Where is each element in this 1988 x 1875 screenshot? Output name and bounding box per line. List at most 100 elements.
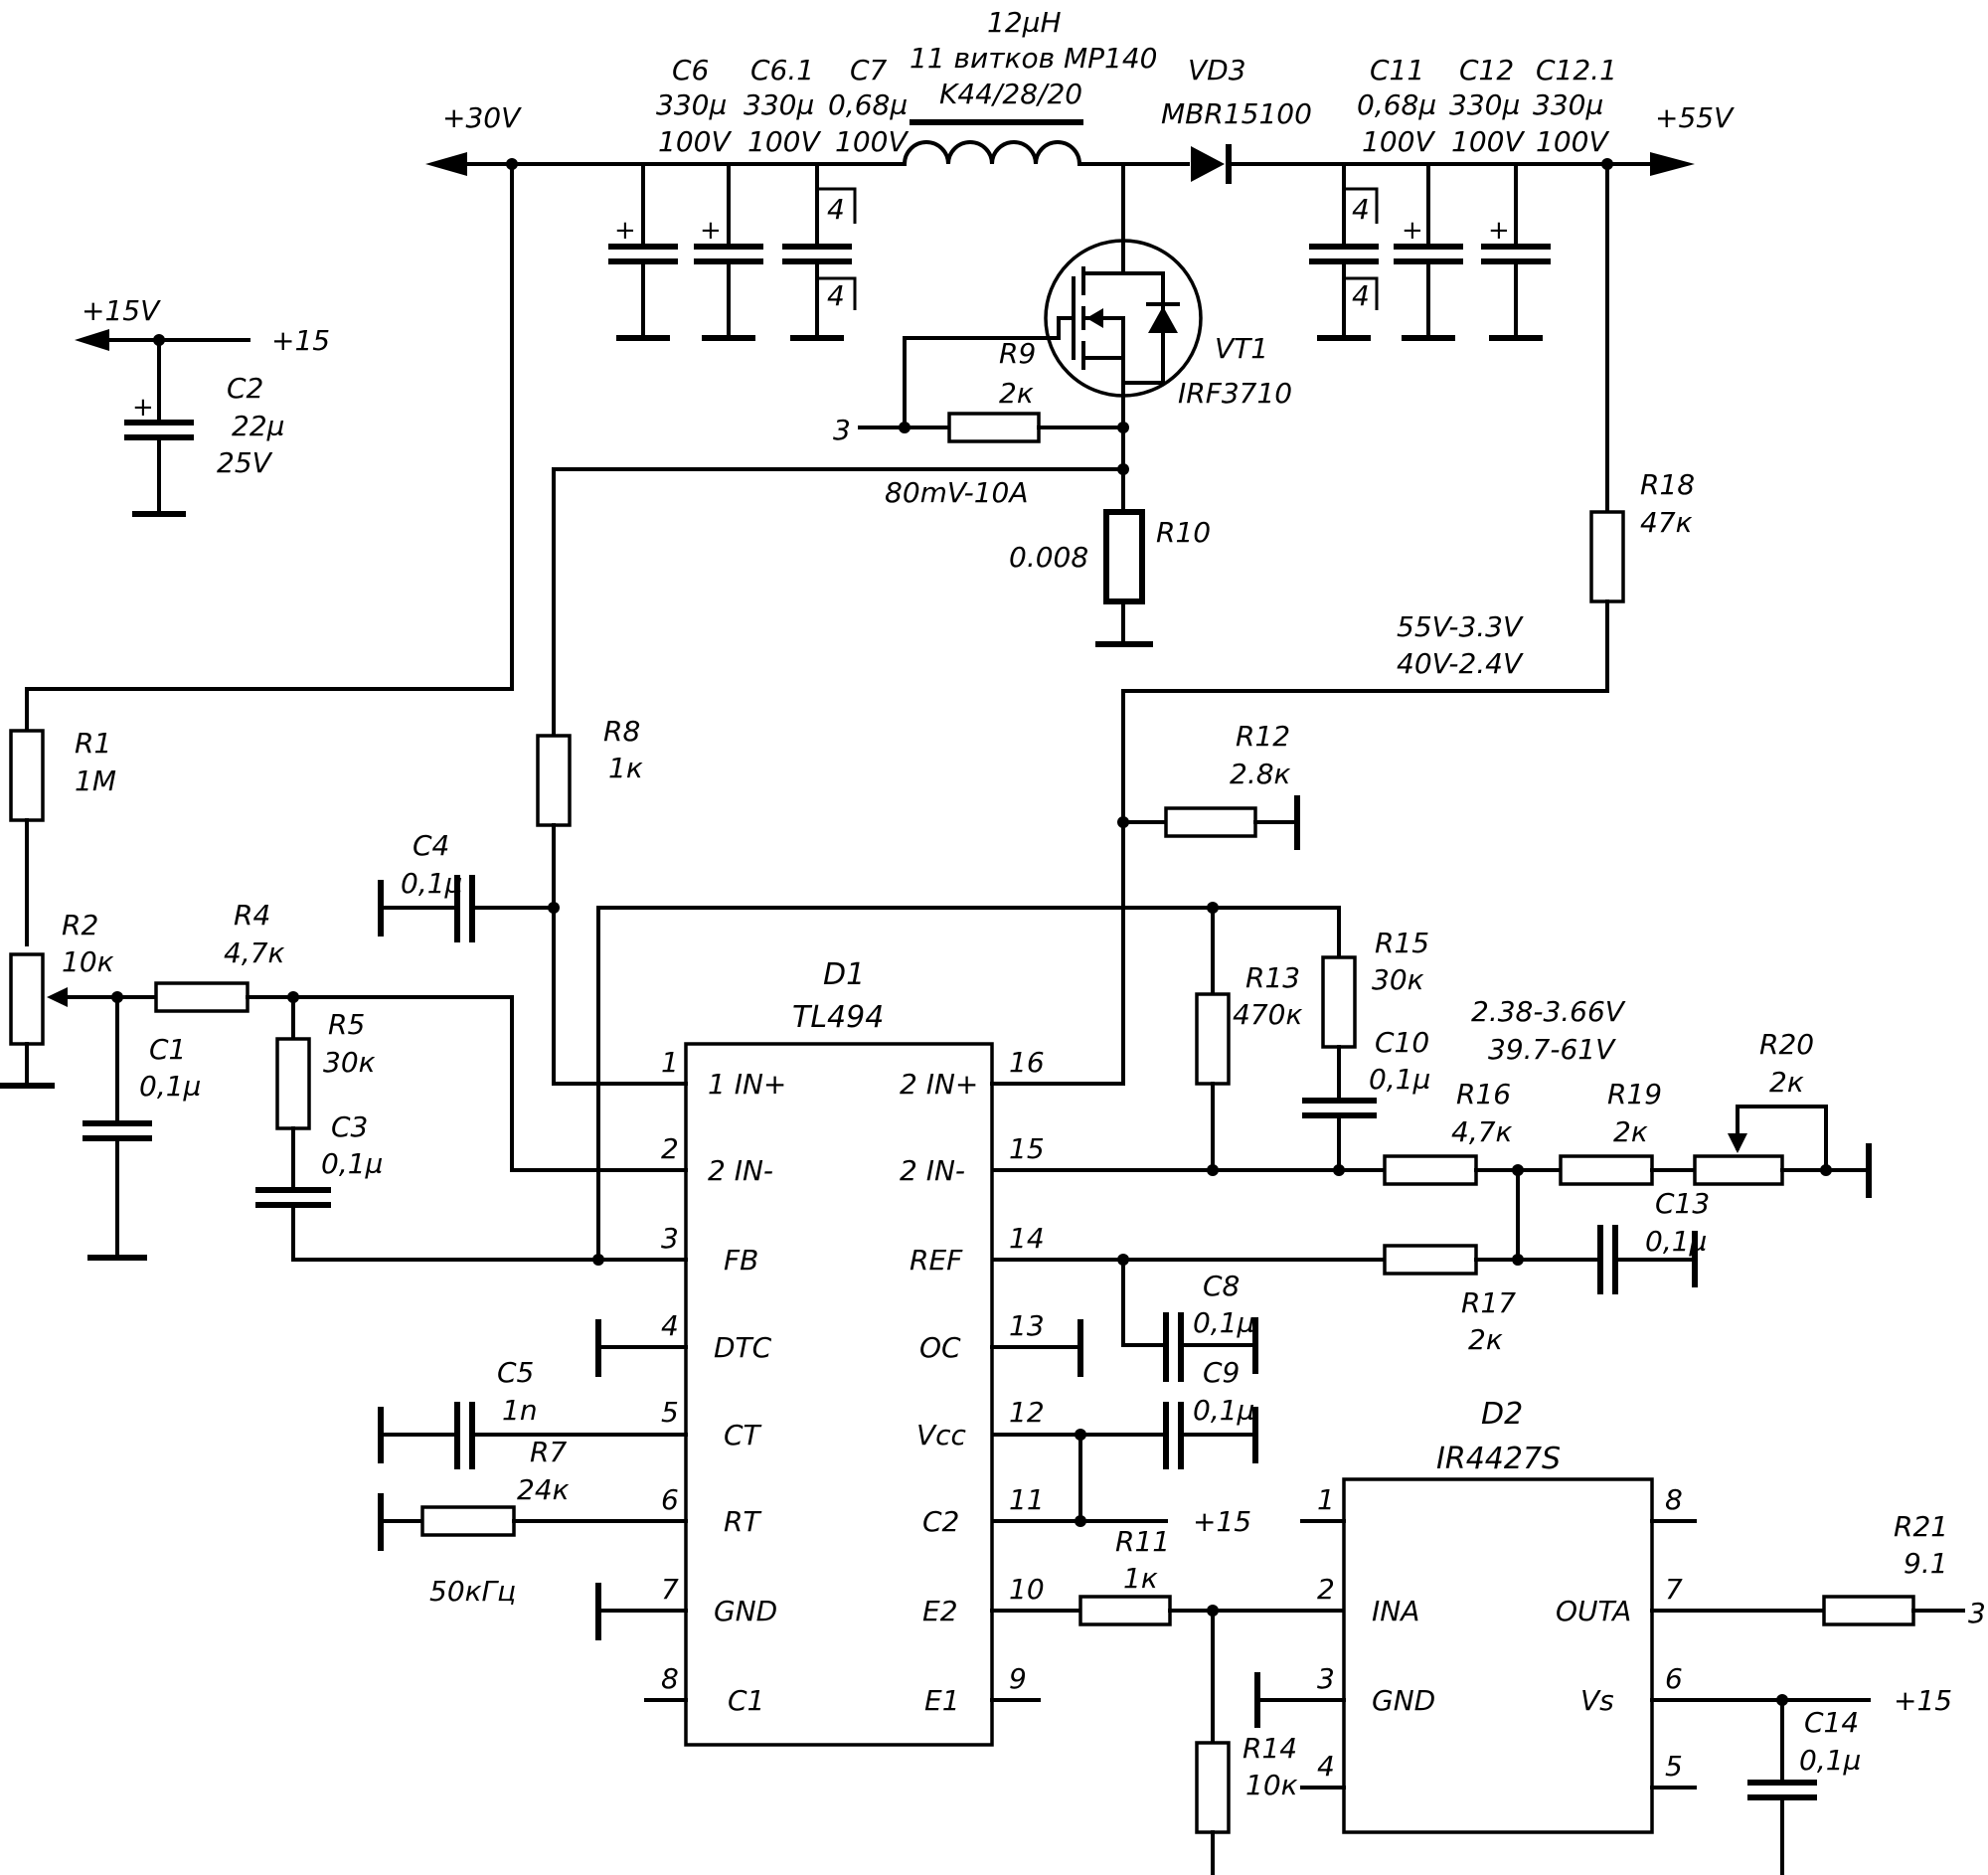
ic-d1-tl494: D1 TL494 1 2 3 4 5 6 7 8 1 IN+ 2 IN- FB … bbox=[595, 957, 1125, 1747]
svg-text:9: 9 bbox=[1009, 1662, 1027, 1695]
svg-text:3: 3 bbox=[1968, 1597, 1986, 1629]
resistor-r21: R21 9.1 3 bbox=[1822, 1510, 1986, 1629]
svg-text:C6: C6 bbox=[672, 54, 709, 86]
capacitor-c8: C8 0,1µ bbox=[1121, 1258, 1258, 1382]
svg-text:R19: R19 bbox=[1607, 1078, 1662, 1110]
svg-text:2к: 2к bbox=[999, 377, 1034, 410]
resistor-r15: R15 30к bbox=[1321, 927, 1429, 1103]
svg-text:R2: R2 bbox=[62, 909, 98, 941]
svg-text:C13: C13 bbox=[1655, 1187, 1710, 1220]
resistor-r17: R17 2к bbox=[990, 1168, 1602, 1356]
svg-text:4,7к: 4,7к bbox=[1451, 1115, 1513, 1148]
svg-text:GND: GND bbox=[1372, 1684, 1435, 1717]
svg-text:OUTA: OUTA bbox=[1556, 1595, 1631, 1627]
svg-text:12µH: 12µH bbox=[987, 6, 1062, 39]
svg-text:330µ: 330µ bbox=[656, 88, 727, 121]
svg-text:GND: GND bbox=[714, 1595, 777, 1627]
svg-text:0,68µ: 0,68µ bbox=[828, 88, 908, 121]
resistor-r18: R18 47к 55V-3.3V 40V-2.4V bbox=[1121, 158, 1695, 1086]
svg-text:16: 16 bbox=[1009, 1046, 1045, 1079]
resistor-r5: R5 30к bbox=[275, 995, 376, 1192]
potentiometer-r20: R20 2к bbox=[1693, 1028, 1872, 1198]
svg-text:30к: 30к bbox=[323, 1046, 376, 1079]
svg-text:0,1µ: 0,1µ bbox=[1799, 1744, 1861, 1777]
svg-text:+: + bbox=[614, 216, 636, 246]
svg-text:2.38-3.66V: 2.38-3.66V bbox=[1471, 995, 1626, 1028]
capacitor-c11: 4 4 C11 0,68µ 100V bbox=[1309, 54, 1436, 341]
capacitor-c1: C1 0,1µ bbox=[83, 991, 201, 1261]
svg-text:330µ: 330µ bbox=[744, 88, 814, 121]
svg-text:0,1µ: 0,1µ bbox=[1193, 1306, 1254, 1339]
resistor-r10-shunt: R10 0.008 80mV-10A bbox=[885, 426, 1211, 647]
svg-text:3: 3 bbox=[833, 414, 851, 446]
top-rail-30v: +30V bbox=[425, 101, 907, 176]
svg-text:0,1µ: 0,1µ bbox=[401, 867, 462, 900]
svg-text:100V: 100V bbox=[658, 125, 732, 158]
capacitor-c7: 4 4 C7 0,68µ 100V bbox=[782, 54, 909, 341]
svg-text:100V: 100V bbox=[1362, 125, 1435, 158]
resistor-r19: R19 2к bbox=[1559, 1078, 1697, 1186]
svg-text:2к: 2к bbox=[1468, 1323, 1503, 1356]
svg-text:R16: R16 bbox=[1456, 1078, 1511, 1110]
svg-text:C6.1: C6.1 bbox=[750, 54, 814, 86]
supply-15v-c2: + +15V +15 C2 22µ 25V bbox=[75, 294, 330, 517]
svg-text:E1: E1 bbox=[924, 1684, 960, 1717]
svg-text:RT: RT bbox=[724, 1505, 761, 1538]
svg-text:R10: R10 bbox=[1156, 516, 1211, 549]
svg-text:1: 1 bbox=[661, 1046, 679, 1079]
resistor-r14: R14 10к bbox=[1195, 1609, 1298, 1875]
svg-text:C3: C3 bbox=[331, 1110, 368, 1143]
svg-text:39.7-61V: 39.7-61V bbox=[1488, 1033, 1616, 1066]
svg-text:TL494: TL494 bbox=[792, 1000, 884, 1035]
svg-text:1M: 1M bbox=[75, 765, 116, 797]
svg-text:R14: R14 bbox=[1242, 1732, 1297, 1765]
capacitor-c14: +15 C14 0,1µ bbox=[1747, 1684, 1952, 1875]
svg-text:100V: 100V bbox=[835, 125, 909, 158]
svg-text:40V-2.4V: 40V-2.4V bbox=[1397, 647, 1524, 680]
svg-text:0,1µ: 0,1µ bbox=[321, 1147, 383, 1180]
svg-text:R12: R12 bbox=[1236, 720, 1290, 753]
svg-text:2 IN-: 2 IN- bbox=[900, 1154, 965, 1187]
resistor-r1: R1 1M bbox=[9, 727, 116, 946]
svg-text:1к: 1к bbox=[608, 752, 643, 784]
svg-text:0,68µ: 0,68µ bbox=[1357, 88, 1436, 121]
resistor-r9: 3 R9 2к bbox=[833, 336, 1129, 446]
svg-text:+15: +15 bbox=[271, 324, 330, 357]
svg-text:24к: 24к bbox=[517, 1473, 570, 1506]
resistor-r12: R12 2.8к bbox=[1117, 720, 1300, 850]
svg-text:55V-3.3V: 55V-3.3V bbox=[1397, 610, 1524, 643]
capacitor-c6: + C6 330µ 100V bbox=[608, 54, 732, 341]
svg-text:R8: R8 bbox=[603, 715, 640, 748]
svg-text:10: 10 bbox=[1009, 1573, 1045, 1606]
svg-text:FB: FB bbox=[724, 1244, 758, 1277]
svg-text:11: 11 bbox=[1009, 1483, 1045, 1516]
svg-text:4: 4 bbox=[1317, 1750, 1335, 1783]
svg-text:80mV-10A: 80mV-10A bbox=[885, 476, 1029, 509]
svg-text:R1: R1 bbox=[75, 727, 111, 760]
svg-text:R11: R11 bbox=[1115, 1525, 1170, 1558]
svg-text:C8: C8 bbox=[1203, 1270, 1240, 1302]
capacitor-c6-1: + C6.1 330µ 100V bbox=[694, 54, 821, 341]
resistor-r11: R11 1к bbox=[1078, 1525, 1346, 1626]
svg-text:C4: C4 bbox=[413, 829, 449, 862]
svg-text:D1: D1 bbox=[823, 957, 865, 992]
svg-text:1 IN+: 1 IN+ bbox=[708, 1068, 786, 1101]
resistor-r13: R13 470к bbox=[1195, 906, 1302, 1176]
svg-text:470к: 470к bbox=[1233, 998, 1302, 1031]
svg-text:2: 2 bbox=[661, 1132, 679, 1165]
svg-text:C14: C14 bbox=[1804, 1706, 1859, 1739]
svg-text:2 IN+: 2 IN+ bbox=[900, 1068, 978, 1101]
svg-text:CT: CT bbox=[724, 1419, 762, 1451]
svg-text:C1: C1 bbox=[149, 1033, 186, 1066]
svg-text:4: 4 bbox=[1352, 279, 1370, 312]
svg-text:R15: R15 bbox=[1375, 927, 1429, 959]
svg-text:DTC: DTC bbox=[714, 1331, 772, 1364]
resistor-r4: R4 4,7к bbox=[154, 899, 688, 1172]
svg-text:4: 4 bbox=[1352, 193, 1370, 226]
capacitor-c4: C4 0,1µ bbox=[378, 829, 556, 942]
capacitor-c10: C10 0,1µ bbox=[1302, 1026, 1430, 1176]
svg-text:47к: 47к bbox=[1640, 506, 1693, 539]
svg-text:7: 7 bbox=[1665, 1573, 1683, 1606]
svg-text:+: + bbox=[1402, 216, 1423, 246]
svg-text:0,1µ: 0,1µ bbox=[1369, 1063, 1430, 1096]
